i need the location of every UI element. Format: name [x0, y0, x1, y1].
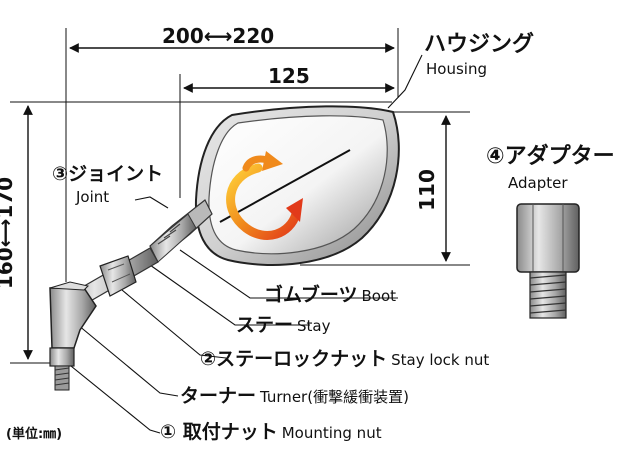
- stay-lock-nut-label-jp: ②ステーロックナット: [200, 348, 388, 370]
- stay-leader: [149, 264, 310, 326]
- joint-label: ③ジョイント: [52, 163, 164, 185]
- mounting-nut-label-jp: ① 取付ナット: [160, 421, 278, 443]
- rotation-arrow-icon: [226, 151, 303, 240]
- stay-label-en: Stay: [297, 317, 331, 335]
- mirror-housing: [194, 105, 400, 266]
- adapter-icon: [516, 203, 580, 319]
- housing-label: ハウジング: [424, 32, 535, 57]
- turner-leader: [77, 324, 179, 397]
- mounting-nut-label-en: Mounting nut: [281, 424, 382, 442]
- mirror-axis-line: [219, 149, 351, 223]
- mounting-nut: [49, 347, 75, 391]
- mounting-nut-leader: [65, 361, 161, 434]
- mirror-width-label: 125: [268, 64, 310, 88]
- boot-leader: [179, 249, 398, 299]
- leader-lines: [65, 54, 423, 434]
- stay-lock-nut: [99, 255, 137, 297]
- adapter-label-en: Adapter: [508, 174, 568, 192]
- turner: [49, 281, 97, 349]
- joint-leader: [134, 196, 169, 209]
- overall-height-label: 160⟷170: [0, 176, 18, 290]
- stay-lock-nut-label-en: Stay lock nut: [391, 351, 490, 369]
- adapter-label: ④アダプター: [486, 144, 615, 169]
- turner-label-jp: ターナー: [180, 385, 257, 407]
- housing-leader: [387, 54, 423, 109]
- unit-note: (単位:㎜): [6, 427, 63, 442]
- stay-label-jp: ステー: [236, 314, 294, 336]
- overall-width-label: 200⟷220: [162, 24, 275, 48]
- boot-label-en: Boot: [361, 287, 397, 305]
- boot-label-jp: ゴムブーツ: [264, 284, 358, 306]
- mirror-height-label: 110: [414, 169, 439, 211]
- dimension-arrows: [23, 43, 451, 360]
- stay-lock-nut-leader: [121, 289, 227, 359]
- turner-label-en: Turner(衝撃緩衝装置): [260, 388, 409, 406]
- joint-label-en: Joint: [76, 188, 110, 206]
- housing-label-en: Housing: [426, 60, 487, 78]
